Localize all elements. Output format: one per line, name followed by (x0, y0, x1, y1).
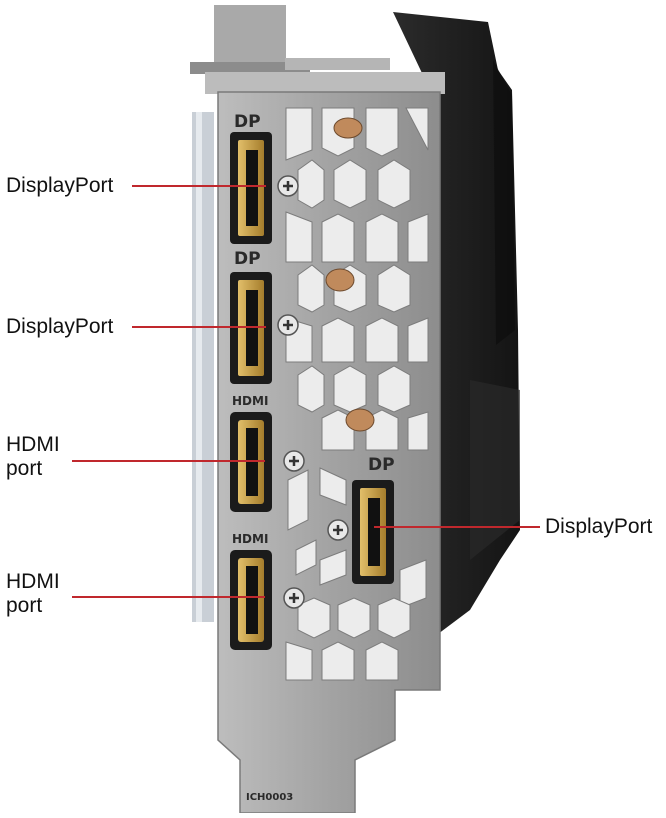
callout-displayport-2: DisplayPort (6, 315, 114, 338)
callout-hdmi-2: HDMI port (6, 570, 60, 617)
port-mark-dp3: DP (368, 455, 395, 475)
callout-displayport-3: DisplayPort (545, 515, 653, 538)
bracket-screws (277, 175, 349, 609)
port-mark-dp1: DP (234, 112, 261, 132)
port-mark-hdmi2: HDMI (232, 532, 268, 546)
port-dp3 (352, 480, 394, 584)
heatpipes (325, 117, 375, 432)
port-dp1 (230, 132, 272, 244)
port-mark-dp2: DP (234, 249, 261, 269)
callout-hdmi-1: HDMI port (6, 433, 60, 480)
port-mark-hdmi1: HDMI (232, 394, 268, 408)
callout-lines (72, 185, 540, 598)
heatsink-edge (192, 112, 214, 622)
bracket-top-tab (190, 5, 445, 94)
callout-displayport-1: DisplayPort (6, 174, 114, 197)
bracket-code: ICH0003 (246, 792, 293, 803)
port-hdmi2 (230, 550, 272, 650)
cooler-shroud (393, 12, 520, 640)
vent-holes (285, 107, 429, 681)
